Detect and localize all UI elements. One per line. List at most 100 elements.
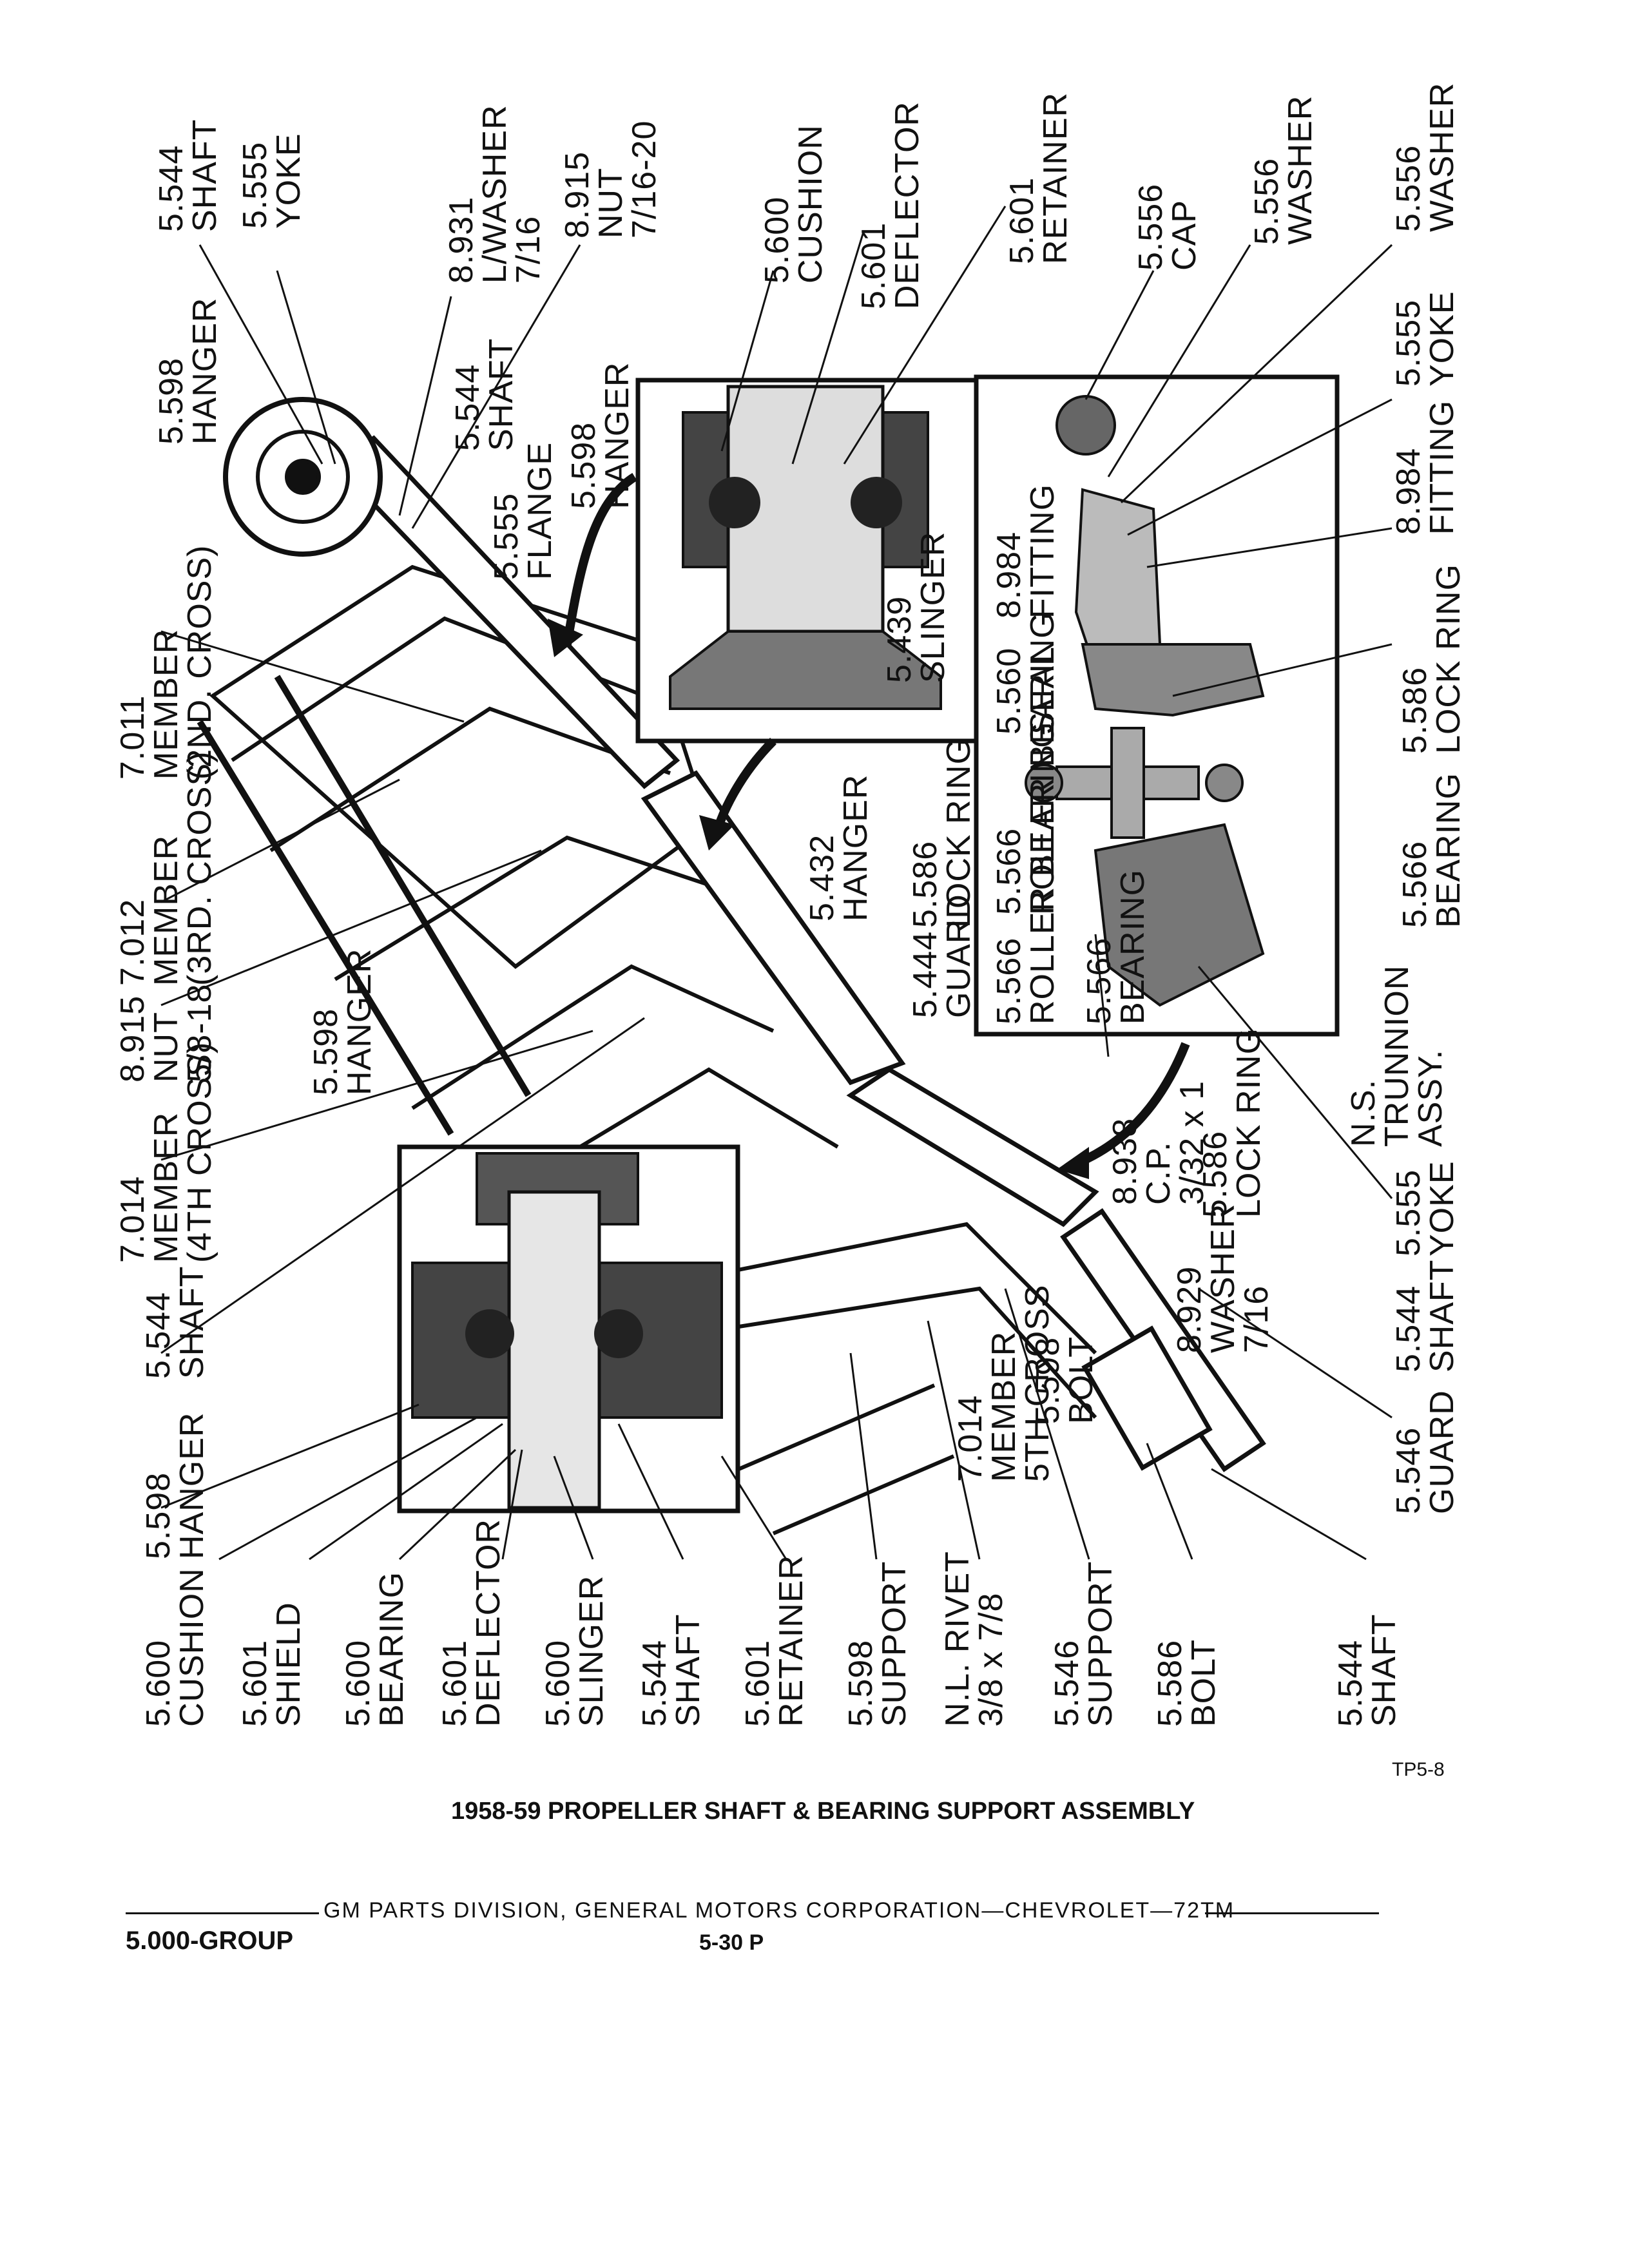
part-name: SHAFT [483, 338, 520, 451]
label-5-566-roller-bearing-b: 5.566 ROLLER BEARING [990, 721, 1061, 1024]
label-ns-trunnion-assy: N.S. TRUNNION ASSY. [1345, 965, 1449, 1147]
label-5-586-bolt: 5.586 BOLT [1152, 1639, 1222, 1727]
part-number: 5.586 [1197, 1130, 1234, 1218]
label-5-566-bearing-b: 5.566 BEARING [1396, 773, 1467, 928]
label-5-544-shaft-bottom-a: 5.544 SHAFT [636, 1613, 707, 1727]
part-number: 5.601 [855, 222, 892, 309]
part-detail: (4TH CROSS) [181, 1041, 218, 1263]
label-5-600-cushion-bottom: 5.600 CUSHION [140, 1568, 211, 1727]
part-number: 5.566 [1081, 937, 1118, 1024]
part-number: 5.598 [842, 1639, 880, 1727]
label-5-432-hanger: 5.432 HANGER [804, 774, 874, 921]
part-name: SHAFT [186, 119, 224, 232]
label-5-555-yoke-low: 5.555 YOKE [1390, 1160, 1461, 1257]
part-name: HANGER [173, 1412, 211, 1559]
part-number: 5.444 [907, 930, 944, 1018]
part-number: N.L. RIVET [939, 1551, 976, 1727]
label-7-014-member-4th: 7.014 MEMBER (4TH CROSS) [114, 1041, 218, 1263]
part-name: SHAFT [1423, 1259, 1461, 1372]
part-name: WASHER [1282, 95, 1319, 245]
universal-joint-inset [974, 374, 1340, 1037]
part-name: SHAFT [1365, 1613, 1403, 1727]
label-5-566-bearing-a: 5.566 BEARING [1081, 869, 1152, 1024]
label-5-601-retainer-bottom: 5.601 RETAINER [739, 1555, 810, 1727]
label-7-011-member: 7.011 MEMBER (2ND. CROSS) [114, 545, 218, 780]
part-number: 5.598 [153, 357, 190, 445]
part-name: FITTING [1423, 399, 1461, 535]
part-name: SHIELD [270, 1602, 307, 1727]
part-name: CUSHION [792, 124, 829, 284]
part-size: 7/16-20 [626, 120, 663, 238]
part-name: HANGER [599, 361, 636, 509]
part-name: C.P. [1140, 1141, 1177, 1205]
label-5-556-washer-a: 5.556 WASHER [1248, 95, 1319, 245]
label-5-600-cushion-top: 5.600 CUSHION [758, 124, 829, 284]
part-number: 7.012 [114, 898, 151, 986]
part-name: FLANGE [521, 441, 559, 580]
label-5-600-slinger-bottom: 5.600 SLINGER [539, 1575, 610, 1727]
part-name: SHAFT [173, 1265, 211, 1379]
label-5-598-support: 5.598 SUPPORT [842, 1561, 913, 1727]
part-name: HANGER [186, 297, 224, 445]
part-size: 7/16 [510, 215, 547, 284]
part-number: 5.556 [1390, 144, 1427, 232]
part-name: DEFLECTOR [470, 1519, 507, 1727]
part-number: 5.555 [1390, 299, 1427, 387]
label-5-544-shaft-mid-left: 5.544 SHAFT [140, 1265, 211, 1379]
footer-rule-right [1205, 1912, 1379, 1914]
part-number: 8.915 [559, 151, 596, 238]
label-5-544-shaft-bottom-b: 5.544 SHAFT [1332, 1613, 1403, 1727]
part-name: YOKE [1423, 1160, 1461, 1257]
part-number: 5.586 [1396, 666, 1434, 754]
part-name: YOKE [1423, 291, 1461, 387]
part-number: 5.544 [636, 1639, 673, 1727]
label-5-601-deflector-bottom: 5.601 DEFLECTOR [436, 1519, 507, 1727]
label-5-439-slinger: 5.439 SLINGER [881, 531, 952, 683]
label-5-556-washer-b: 5.556 WASHER [1390, 82, 1461, 232]
label-5-601-deflector-top: 5.601 DEFLECTOR [855, 101, 926, 309]
label-5-598-bolt: 5.598 BOLT [1029, 1336, 1100, 1424]
part-number: 5.544 [153, 144, 190, 232]
part-number: 5.555 [236, 141, 274, 229]
part-name: CUSHION [173, 1568, 211, 1727]
part-name: LOCK RING [1230, 1027, 1268, 1218]
footer-division: GM PARTS DIVISION, GENERAL MOTORS CORPOR… [323, 1898, 1235, 1923]
part-name: SUPPORT [1082, 1561, 1119, 1727]
part-name: WASHER [1204, 1203, 1242, 1353]
label-5-555-yoke-right: 5.555 YOKE [1390, 291, 1461, 387]
label-5-598-hanger-mid: 5.598 HANGER [307, 948, 378, 1095]
label-8-984-fitting-right: 8.984 FITTING [1390, 399, 1461, 535]
label-8-984-fitting-mid: 8.984 FITTING [990, 483, 1061, 619]
label-5-546-support: 5.546 SUPPORT [1048, 1561, 1119, 1727]
part-name: HANGER [837, 774, 874, 921]
part-name: SLINGER [573, 1575, 610, 1727]
part-name: SHAFT [670, 1613, 707, 1727]
part-number: 5.586 [1152, 1639, 1189, 1727]
label-5-601-shield: 5.601 SHIELD [236, 1602, 307, 1727]
part-number: 5.544 [140, 1291, 177, 1379]
label-5-544-shaft-top: 5.544 SHAFT [153, 119, 224, 232]
part-name: DEFLECTOR [889, 101, 926, 309]
part-name: BOLT [1063, 1336, 1100, 1424]
arrow-heads [548, 619, 1089, 1179]
part-name: CAP [1166, 200, 1203, 271]
part-name: MEMBER [148, 834, 185, 986]
part-name: FITTING [1024, 483, 1061, 619]
label-5-556-cap: 5.556 CAP [1132, 184, 1203, 271]
part-number: 5.556 [1248, 157, 1286, 245]
part-number: 8.931 [443, 196, 480, 284]
part-size: 7/16 [1238, 1285, 1275, 1353]
label-8-915-nut-top: 8.915 NUT 7/16-20 [559, 120, 663, 238]
label-5-546-guard: 5.546 GUARD [1390, 1390, 1461, 1514]
part-number: 5.566 [990, 937, 1028, 1024]
part-name: 3/8 x 7/8 [972, 1592, 1010, 1727]
part-detail: (3RD. CROSS) [181, 751, 218, 986]
label-5-444-guard: 5.444 GUARD [907, 894, 978, 1018]
label-5-555-yoke-top: 5.555 YOKE [236, 133, 307, 229]
part-name: SLINGER [914, 531, 952, 683]
part-number: 8.984 [990, 531, 1028, 619]
part-number: 5.598 [565, 421, 602, 509]
part-name: L/WASHER [476, 104, 514, 284]
label-5-586-lock-ring-c: 5.586 LOCK RING [1197, 1027, 1268, 1218]
